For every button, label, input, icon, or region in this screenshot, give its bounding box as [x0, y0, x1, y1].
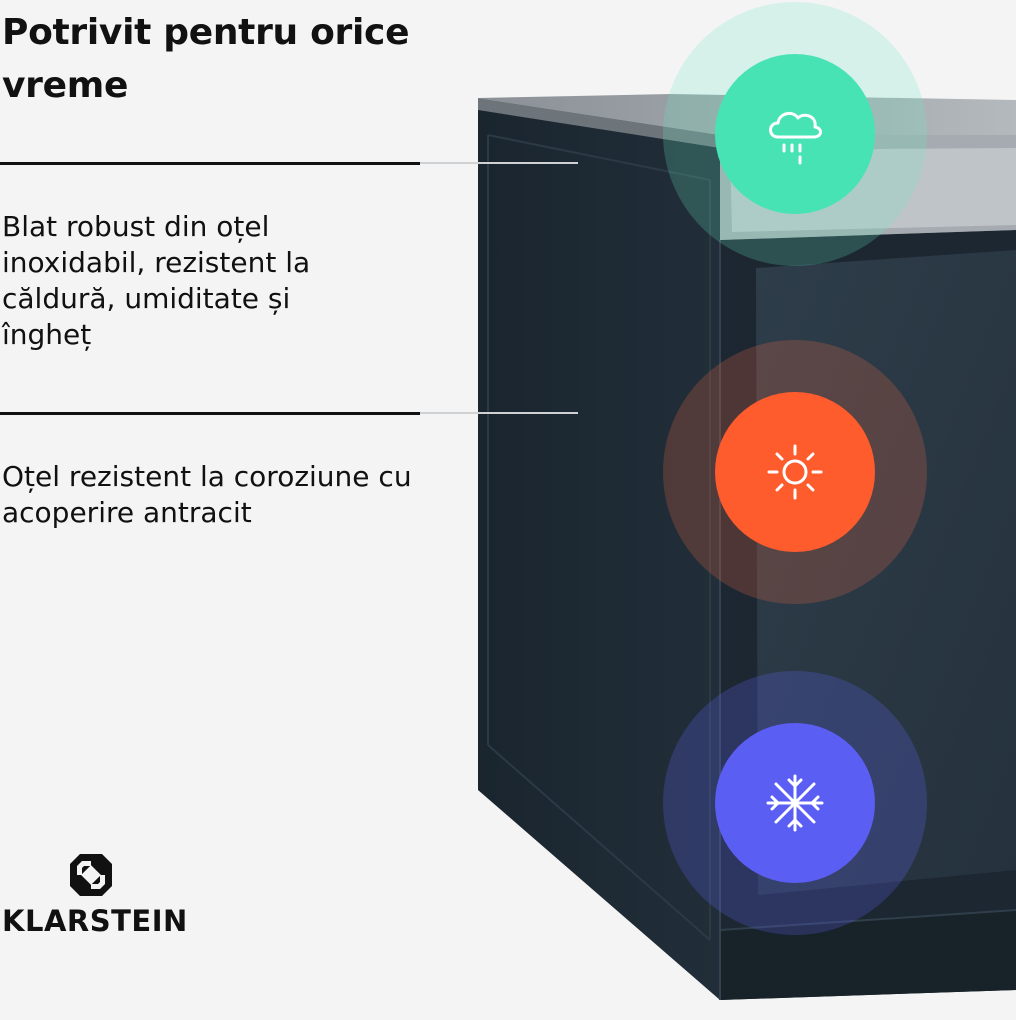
snowflake-icon: [766, 774, 824, 832]
rain-badge: [715, 54, 875, 214]
leader-line: [420, 162, 578, 164]
sun-badge: [715, 392, 875, 552]
rain-cloud-icon: [769, 111, 822, 165]
sun-icon: [767, 444, 823, 500]
feature-text: Oțel rezistent la coroziune cu acoperire…: [2, 460, 412, 529]
frost-badge: [715, 723, 875, 883]
page-title: Potrivit pentru orice vreme: [2, 12, 410, 106]
leader-line: [420, 412, 578, 414]
divider-line: [0, 412, 420, 415]
feature-text: Blat robust din oțel inoxidabil, reziste…: [2, 210, 311, 351]
brand-name: KLARSTEIN: [2, 904, 188, 938]
brand-logo-icon: [70, 854, 112, 896]
divider-line: [0, 162, 420, 165]
